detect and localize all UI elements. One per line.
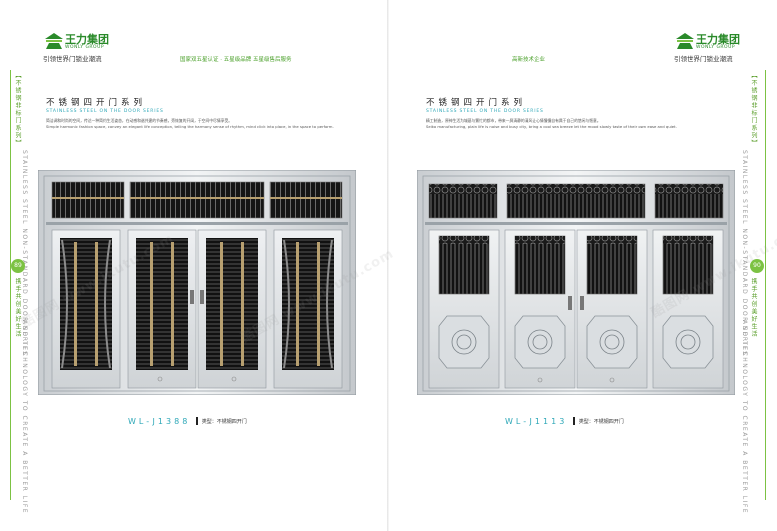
model-number-left: WL-J1388 [128,417,191,426]
banner-left: 国家双五星认证 · 五星级品牌 五星级售后服务 [180,57,292,63]
left-side-cn: 【不锈钢非标门系列】 [14,72,21,147]
desc-cn: 简洁调和时尚的空间，传达一种简约生活姿态，在动感和谐共建的节奏感，旁恢复的开阔，… [46,118,233,123]
separator-bar [573,417,575,425]
series-title-left: 不锈钢四开门系列 [46,98,147,108]
series-desc-left: 简洁调和时尚的空间，传达一种简约生活姿态，在动感和谐共建的节奏感，旁恢复的开阔，… [46,118,334,130]
left-side-en: STAINLESS STEEL NON-STANDARD DOOR SERIES [21,150,28,357]
door-type-left: 类型：不锈钢四开门 [201,419,247,425]
door-handle-right [200,290,204,304]
right-side-slogan: 携手共创美好生活 [750,278,757,338]
door-wl-j1388 [38,170,356,395]
left-margin-line [10,70,11,500]
page-number-left: 89 [11,259,25,273]
door-handle-left [190,290,194,304]
right-side-en: STAINLESS STEEL NON-STANDARD DOOR SERIES [741,150,748,357]
desc-en: Simple harmonic fashion space, convey an… [46,124,334,129]
brand-en: WONLY GROUP [696,45,736,50]
right-side-cn: 【不锈钢非标门系列】 [750,72,757,147]
brand-en: WONLY GROUP [65,45,105,50]
brand-slogan: 引领世界门锁业潮流 [674,55,733,63]
separator-bar [196,417,198,425]
series-title-right: 不锈钢四开门系列 [426,98,527,108]
transom-right [428,183,724,219]
model-number-right: WL-J1113 [505,417,568,426]
wonly-logo-icon [45,33,63,49]
transom-left [51,181,343,219]
door-leaves [428,229,724,389]
banner-right: 高新技术企业 [512,57,546,63]
model-row-left: WL-J1388 类型：不锈钢四开门 [128,417,247,426]
brand-name: 王力集团 [696,33,740,46]
right-margin-line [765,70,766,500]
right-page: 【不锈钢非标门系列】 STAINLESS STEEL NON-STANDARD … [389,0,777,531]
door-leaves [51,229,343,389]
left-page: 【不锈钢非标门系列】 STAINLESS STEEL NON-STANDARD … [0,0,388,531]
left-side-en-slogan: AND TECHNOLOGY TO CREATE A BETTER LIFE [21,320,28,515]
model-row-right: WL-J1113 类型：不锈钢四开门 [505,417,624,426]
page-fold [387,0,389,531]
door-handle-right [580,296,584,310]
door-wl-j1113 [417,170,735,395]
brand-name: 王力集团 [65,33,109,46]
brand-slogan: 引领世界门锁业潮流 [43,55,102,63]
door-type-right: 类型：不锈钢四开门 [578,419,624,425]
left-side-slogan: 携手共创美好生活 [14,278,21,338]
series-subtitle-right: STAINLESS STEEL ON THE DOOR SERIES [426,109,544,114]
desc-en: Seiko manufacturing, plain life is noise… [426,124,677,129]
door-handle-left [568,296,572,310]
desc-cn: 精工制造，原神生活为城墓与繁忙的都市，带来一屏清静的清风让心情慢慢自有属于自己的… [426,118,601,123]
page-number-right: 90 [750,259,764,273]
right-side-en-slogan: AND TECHNOLOGY TO CREATE A BETTER LIFE [741,320,748,515]
wonly-logo-icon [676,33,694,49]
series-subtitle-left: STAINLESS STEEL ON THE DOOR SERIES [46,109,164,114]
series-desc-right: 精工制造，原神生活为城墓与繁忙的都市，带来一屏清静的清风让心情慢慢自有属于自己的… [426,118,677,130]
